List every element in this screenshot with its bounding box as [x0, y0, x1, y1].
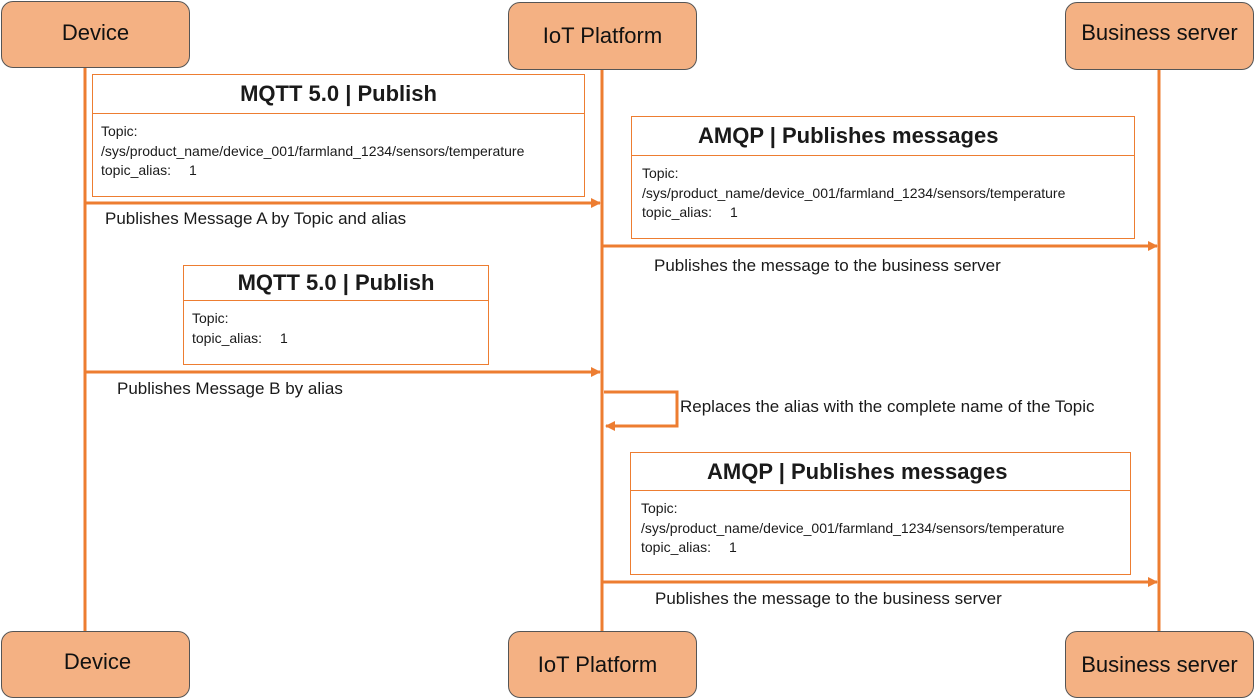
arrow-self-replace	[604, 390, 679, 431]
box-body: Topic: topic_alias: 1	[184, 301, 488, 348]
topic-label: Topic:	[641, 500, 678, 516]
actor-label: Device	[63, 648, 132, 674]
box-title: AMQP | Publishes messages	[632, 117, 1134, 156]
topic-label: Topic:	[101, 123, 138, 139]
actor-device-top: Device	[1, 1, 190, 68]
alias-label: topic_alias:	[192, 329, 263, 346]
box-body: Topic: /sys/product_name/device_001/farm…	[632, 156, 1134, 223]
topic-value: /sys/product_name/device_001/farmland_12…	[101, 142, 525, 159]
actor-device-bottom: Device	[1, 631, 190, 698]
box-title: MQTT 5.0 | Publish	[93, 75, 584, 114]
alias-value: 1	[280, 329, 288, 346]
amqp-publish-2-box: AMQP | Publishes messages Topic: /sys/pr…	[630, 452, 1131, 575]
actor-business-server-top: Business server	[1065, 2, 1254, 70]
box-body: Topic: /sys/product_name/device_001/farm…	[93, 114, 584, 181]
alias-row: topic_alias: 1	[101, 161, 584, 181]
alias-label: topic_alias:	[641, 539, 712, 555]
box-title: AMQP | Publishes messages	[631, 453, 1130, 491]
actor-label: Business server	[1081, 20, 1238, 45]
actor-label: IoT Platform	[542, 23, 663, 48]
alias-row: topic_alias: 1	[641, 538, 1130, 558]
alias-row: topic_alias: 1	[192, 329, 488, 349]
self-replace-label: Replaces the alias with the complete nam…	[680, 397, 1095, 416]
alias-value: 1	[730, 204, 738, 220]
arrow-label-message-b: Publishes Message B by alias	[117, 379, 343, 398]
actor-label: Business server	[1081, 651, 1238, 677]
arrow-label-message-a: Publishes Message A by Topic and alias	[105, 209, 407, 228]
topic-label: Topic:	[192, 310, 229, 326]
alias-label: topic_alias:	[101, 162, 172, 178]
actor-business-server-bottom: Business server	[1065, 631, 1254, 698]
mqtt-publish-a-box: MQTT 5.0 | Publish Topic: /sys/product_n…	[92, 74, 585, 197]
mqtt-publish-b-box: MQTT 5.0 | Publish Topic: topic_alias: 1	[183, 265, 489, 365]
alias-value: 1	[189, 162, 197, 178]
topic-value: /sys/product_name/device_001/farmland_12…	[641, 519, 1065, 536]
topic-value: /sys/product_name/device_001/farmland_12…	[642, 184, 1066, 201]
actor-label: Device	[61, 19, 130, 45]
alias-label: topic_alias:	[642, 204, 713, 220]
actor-iot-platform-bottom: IoT Platform	[508, 631, 697, 698]
box-title: MQTT 5.0 | Publish	[184, 266, 488, 301]
alias-value: 1	[729, 539, 737, 555]
topic-label: Topic:	[642, 165, 679, 181]
actor-iot-platform-top: IoT Platform	[508, 2, 697, 70]
arrow-label-amqp-1: Publishes the message to the business se…	[654, 256, 1001, 275]
arrow-label-amqp-2: Publishes the message to the business se…	[655, 589, 1002, 608]
amqp-publish-1-box: AMQP | Publishes messages Topic: /sys/pr…	[631, 116, 1135, 239]
alias-row: topic_alias: 1	[642, 203, 1134, 223]
actor-label: IoT Platform	[537, 651, 658, 677]
box-body: Topic: /sys/product_name/device_001/farm…	[631, 491, 1130, 558]
